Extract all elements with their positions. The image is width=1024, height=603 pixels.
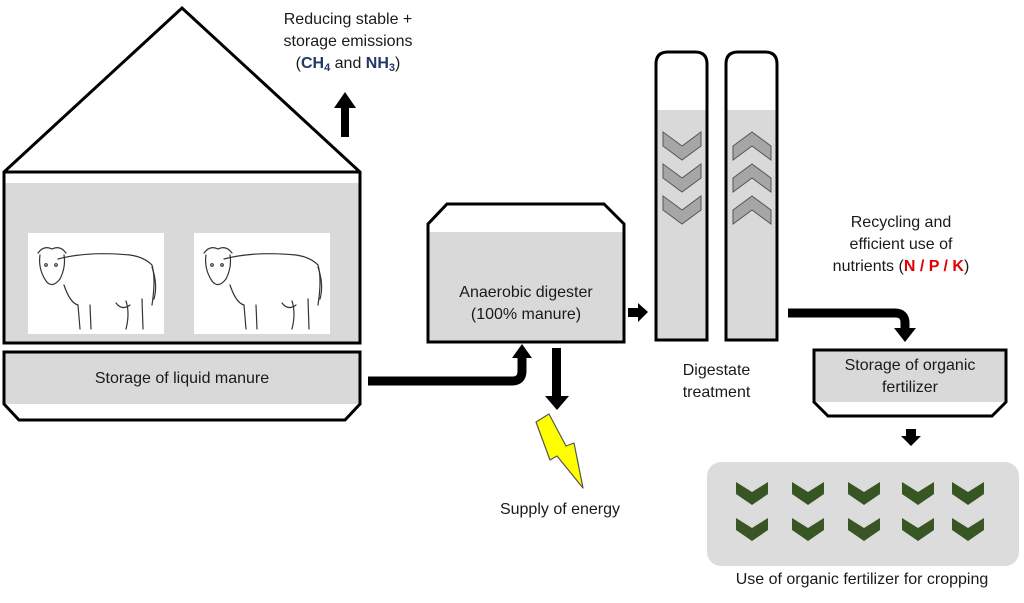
emissions-label: Reducing stable + storage emissions (CH4… <box>283 11 413 74</box>
digestate-silo-2 <box>724 50 779 342</box>
ammonia-formula: NH3 <box>365 55 396 74</box>
nutrients-npk: N / P / K <box>903 258 964 275</box>
energy-arrow-icon <box>545 348 569 410</box>
plant-chevron-icon <box>736 482 984 541</box>
cow-icon <box>194 233 330 334</box>
cow-icon <box>28 233 164 334</box>
recycling-label: Recycling and efficient use of nutrients… <box>832 214 970 275</box>
cropping-label: Use of organic fertilizer for cropping <box>735 571 989 588</box>
emission-arrow-icon <box>334 92 356 137</box>
methane-formula: CH4 <box>300 55 331 74</box>
liquid-manure-storage <box>2 350 362 422</box>
digester-label: Anaerobic digester (100% manure) <box>459 284 593 323</box>
field-arrow-icon <box>901 429 921 446</box>
barn <box>2 5 362 345</box>
lightning-bolt-icon <box>535 413 584 489</box>
digestate-arrow-icon <box>628 303 648 322</box>
crop-field <box>707 462 1019 566</box>
digestate-silo-1 <box>654 50 709 342</box>
liquid-manure-storage-label: Storage of liquid manure <box>94 370 270 387</box>
organic-fertilizer-storage <box>812 348 1008 418</box>
up-chevron-icon <box>732 131 772 225</box>
digestate-treatment-label: Digestate treatment <box>682 362 751 401</box>
energy-supply-label: Supply of energy <box>499 501 621 518</box>
organic-storage-label: Storage of organic fertilizer <box>844 357 976 396</box>
manure-pipe-arrow <box>368 344 532 386</box>
anaerobic-digester <box>426 202 626 344</box>
nutrient-arrow-icon <box>788 308 916 342</box>
down-chevron-icon <box>662 131 702 225</box>
